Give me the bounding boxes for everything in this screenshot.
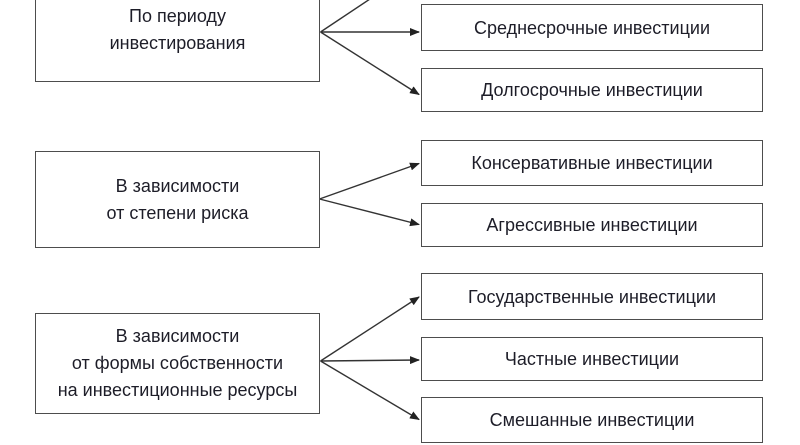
category-line: от формы собственности [71, 353, 284, 373]
target-box-private-investments: Частные инвестиции [421, 337, 763, 381]
category-line: инвестирования [109, 33, 246, 53]
category-line: В зависимости [115, 326, 240, 346]
target-label: Государственные инвестиции [467, 286, 716, 307]
target-box-aggressive-investments: Агрессивные инвестиции [421, 203, 763, 247]
category-line: от степени риска [106, 202, 249, 223]
category-box-ownership-form: В зависимости от формы собственности на … [35, 313, 320, 414]
category-box-risk-degree: В зависимости от степени риска [35, 151, 320, 248]
category-box-investment-period: По периоду инвестирования [35, 0, 320, 82]
target-label: Среднесрочные инвестиции [473, 17, 711, 38]
category-line: В зависимости [115, 175, 240, 196]
category-line: на инвестиционные ресурсы [57, 380, 298, 400]
target-box-long-term-investments: Долгосрочные инвестиции [421, 68, 763, 112]
target-label: Частные инвестиции [504, 349, 680, 369]
target-label: Консервативные инвестиции [471, 153, 713, 173]
target-box-medium-term-investments: Среднесрочные инвестиции [421, 4, 763, 51]
target-label: Долгосрочные инвестиции [481, 80, 703, 100]
target-box-conservative-investments: Консервативные инвестиции [421, 140, 763, 186]
target-box-state-investments: Государственные инвестиции [421, 273, 763, 320]
target-box-mixed-investments: Смешанные инвестиции [421, 397, 763, 443]
target-label: Агрессивные инвестиции [486, 215, 698, 235]
target-label: Смешанные инвестиции [489, 410, 695, 430]
category-line: По периоду [129, 6, 226, 26]
